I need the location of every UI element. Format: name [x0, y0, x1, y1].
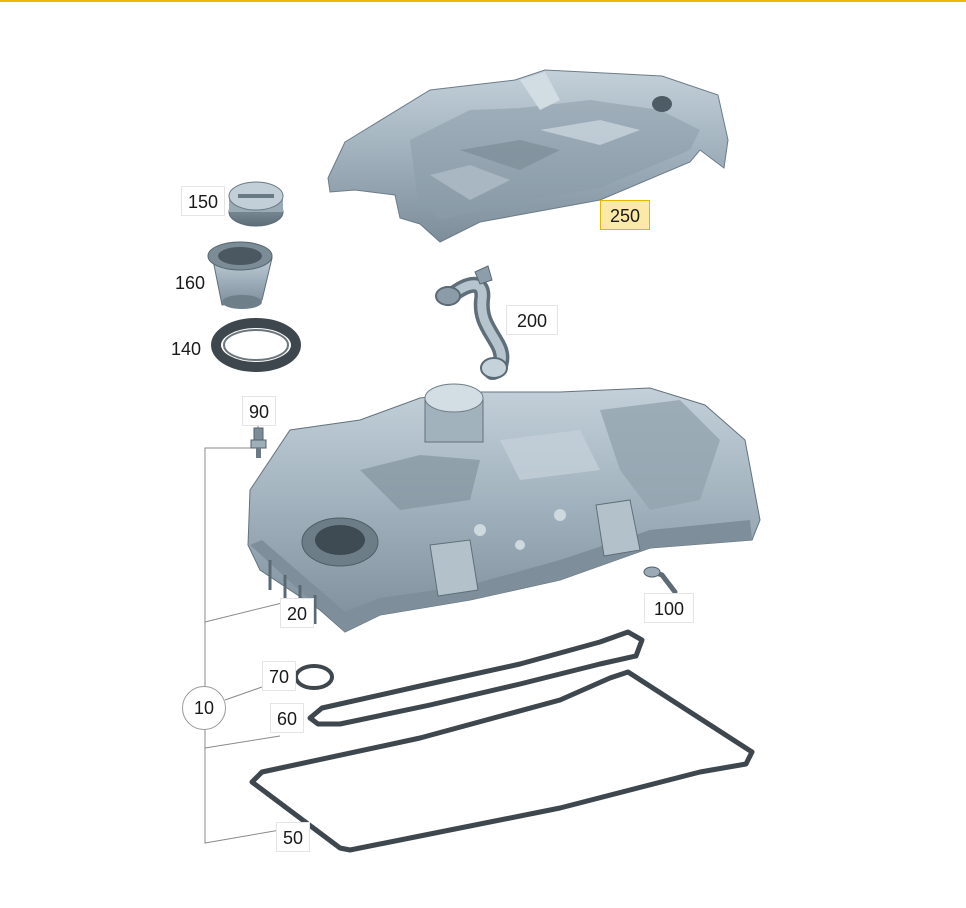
filler-neck-part [207, 241, 273, 309]
part-label-60[interactable]: 60 [270, 703, 304, 733]
sensor-part [250, 427, 267, 458]
part-label-10-kit[interactable]: 10 [182, 686, 226, 730]
breather-hose-part [435, 265, 510, 380]
part-label-70[interactable]: 70 [262, 661, 296, 691]
outer-gasket-part [249, 669, 755, 853]
part-label-150[interactable]: 150 [181, 186, 225, 216]
part-label-50[interactable]: 50 [276, 822, 310, 852]
part-label-100[interactable]: 100 [644, 593, 694, 623]
engine-cover-part [327, 69, 729, 243]
bolt-part [643, 566, 678, 595]
part-label-20[interactable]: 20 [280, 598, 314, 628]
top-accent-bar [0, 0, 966, 2]
part-label-140[interactable]: 140 [170, 339, 202, 359]
part-label-90[interactable]: 90 [242, 396, 276, 426]
o-ring-part [294, 664, 334, 690]
part-label-200[interactable]: 200 [506, 305, 558, 335]
cylinder-head-cover-part [247, 383, 761, 633]
inner-gasket-part [307, 629, 645, 727]
oil-filler-cap-part [228, 181, 284, 227]
part-label-250[interactable]: 250 [600, 200, 650, 230]
part-label-160[interactable]: 160 [174, 273, 206, 293]
filler-seal-part [211, 318, 301, 372]
